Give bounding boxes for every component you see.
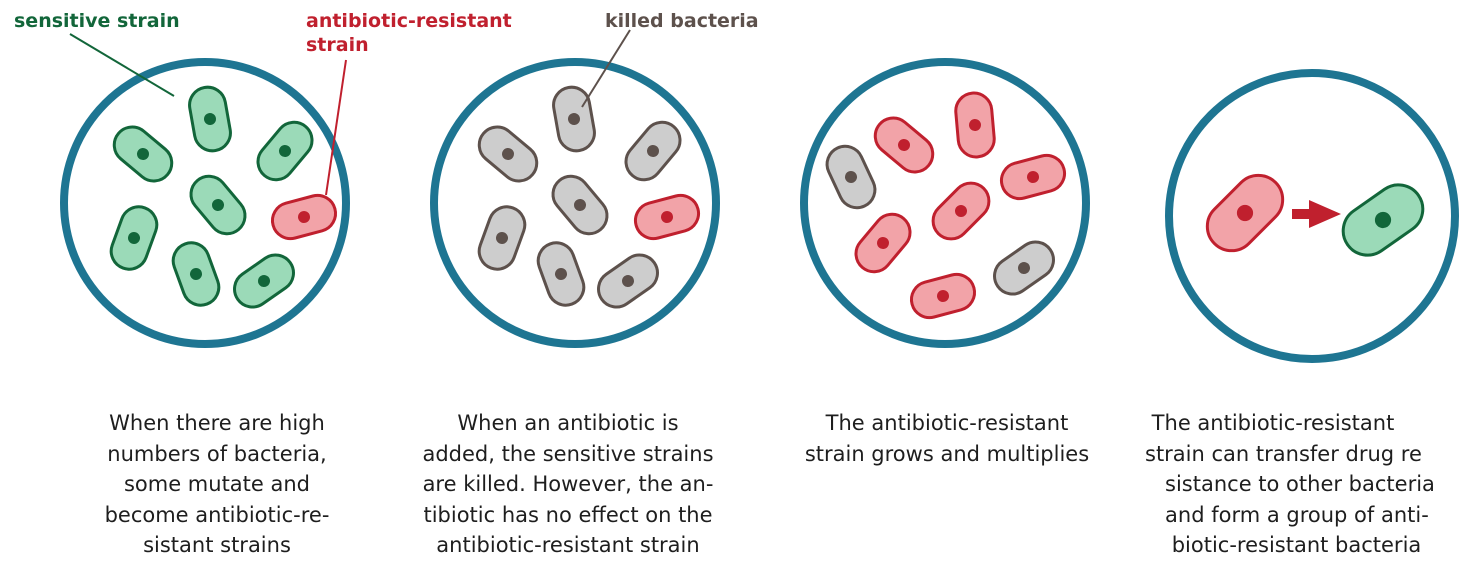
- caption-line: some mutate and: [57, 469, 377, 500]
- caption-line: tibiotic has no effect on the: [408, 500, 728, 531]
- caption-line: and form a group of anti-: [1145, 500, 1468, 531]
- caption-line: antibiotic-resistant strain: [408, 530, 728, 561]
- caption-line: numbers of bacteria,: [57, 439, 377, 470]
- caption-line: The antibiotic-resistant: [1145, 408, 1468, 439]
- caption-step-1: When there are high numbers of bacteria,…: [57, 408, 377, 561]
- resistant-strain-label-line1: antibiotic-resistant: [306, 10, 512, 32]
- caption-step-2: When an antibiotic is added, the sensiti…: [408, 408, 728, 561]
- caption-line: biotic-resistant bacteria: [1145, 530, 1468, 561]
- caption-step-3: The antibiotic-resistant strain grows an…: [787, 408, 1107, 469]
- caption-line: sistance to other bacteria: [1145, 469, 1468, 500]
- caption-line: sistant strains: [57, 530, 377, 561]
- caption-line: strain grows and multiplies: [787, 439, 1107, 470]
- caption-line: strain can transfer drug re: [1145, 439, 1468, 470]
- caption-line: When there are high: [57, 408, 377, 439]
- caption-line: become antibiotic-re-: [57, 500, 377, 531]
- caption-line: added, the sensitive strains: [408, 439, 728, 470]
- caption-line: are killed. However, the an-: [408, 469, 728, 500]
- sensitive-strain-label: sensitive strain: [14, 10, 180, 32]
- caption-line: When an antibiotic is: [408, 408, 728, 439]
- caption-line: The antibiotic-resistant: [787, 408, 1107, 439]
- killed-bacteria-label: killed bacteria: [605, 10, 759, 32]
- caption-step-4: The antibiotic-resistant strain can tran…: [1145, 408, 1468, 561]
- resistant-bacterium: [954, 92, 995, 159]
- resistant-strain-label-line2: strain: [306, 34, 369, 56]
